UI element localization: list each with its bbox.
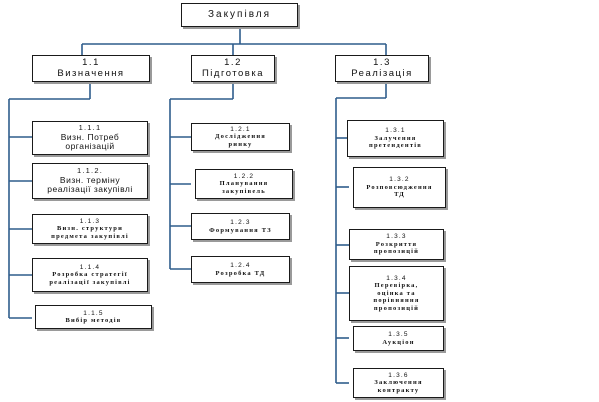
root-label: Закупівля	[207, 9, 272, 21]
leaf-code: 1.1.4	[79, 263, 101, 271]
leaf-code: 1.1.1	[78, 122, 102, 132]
leaf-label-line: предмета закупівлі	[51, 232, 129, 240]
leaf-label-line: Розповсюдження	[366, 183, 433, 191]
leaf-label-line: організацій	[65, 141, 115, 152]
leaf-code: 1.3.6	[388, 371, 409, 379]
leaf-label-line: реалізації закупівлі	[49, 278, 131, 286]
leaf-code: 1.3.4	[386, 274, 407, 282]
leaf-code: 1.2.1	[230, 125, 251, 133]
leaf-code: 1.3.2	[389, 176, 410, 184]
leaf-label-line: Вибір методів	[65, 317, 122, 324]
leaf-label-line: Визн. структури	[56, 225, 124, 233]
branch-label: Реалізація	[351, 67, 413, 79]
leaf-node-1-2-4: 1.2.4 Розробка ТД	[191, 256, 290, 283]
leaf-code: 1.3.5	[388, 331, 409, 339]
leaf-node-1-3-5: 1.3.5 Аукціон	[353, 326, 444, 351]
leaf-label-line: Залучення	[374, 134, 417, 142]
leaf-label-line: пропозицій	[373, 248, 420, 256]
leaf-label-line: Розробка стратегії	[52, 271, 128, 279]
leaf-code: 1.2.4	[230, 262, 251, 270]
leaf-label-line: Перевірка,	[374, 282, 419, 290]
branch-code: 1.3	[373, 56, 391, 68]
leaf-code: 1.1.2.	[77, 165, 103, 175]
leaf-label-line: реалізації закупівлі	[47, 184, 133, 195]
root-node: Закупівля	[181, 3, 298, 27]
leaf-node-1-1-5: 1.1.5 Вибір методів	[35, 305, 152, 329]
leaf-label-line: претендентів	[369, 142, 422, 150]
leaf-node-1-2-1: 1.2.1 Дослідження ринку	[191, 123, 290, 151]
leaf-label-line: Заключення	[374, 379, 423, 387]
leaf-node-1-3-3: 1.3.3 Розкриття пропозицій	[349, 229, 444, 260]
leaf-code: 1.2.3	[230, 219, 251, 227]
leaf-label-line: ринку	[228, 140, 253, 148]
branch-node-1-2: 1.2 Підготовка	[191, 55, 275, 82]
leaf-label-line: закупівель	[222, 187, 266, 195]
leaf-code: 1.3.1	[385, 127, 406, 135]
branch-code: 1.1	[82, 56, 100, 68]
leaf-label-line: Аукціон	[382, 338, 415, 346]
branch-label: Визначення	[57, 67, 125, 79]
leaf-node-1-3-2: 1.3.2 Розповсюдження ТД	[353, 167, 446, 208]
branch-node-1-1: 1.1 Визначення	[32, 55, 150, 82]
leaf-node-1-1-3: 1.1.3 Визн. структури предмета закупівлі	[32, 214, 148, 244]
leaf-node-1-1-4: 1.1.4 Розробка стратегії реалізації заку…	[32, 258, 148, 292]
leaf-label-line: контракту	[377, 386, 420, 394]
leaf-code: 1.1.5	[83, 309, 104, 317]
leaf-label-line: оцінка та	[377, 289, 416, 297]
leaf-node-1-1-2: 1.1.2. Визн. терміну реалізації закупівл…	[32, 163, 148, 199]
leaf-code: 1.2.2	[233, 172, 255, 180]
branch-code: 1.2	[224, 56, 242, 68]
leaf-label-line: ТД	[394, 191, 405, 199]
branch-node-1-3: 1.3 Реалізація	[335, 55, 429, 82]
leaf-label-line: Визн. терміну	[59, 174, 121, 185]
leaf-label-line: пропозицій	[373, 304, 420, 312]
leaf-code: 1.3.3	[386, 233, 407, 241]
leaf-node-1-3-6: 1.3.6 Заключення контракту	[353, 368, 444, 398]
leaf-label-line: Планування	[219, 180, 269, 188]
leaf-label-line: Розробка ТД	[215, 269, 266, 277]
leaf-node-1-2-3: 1.2.3 Формування ТЗ	[191, 213, 290, 240]
leaf-label-line: Формування ТЗ	[209, 226, 272, 234]
leaf-node-1-1-1: 1.1.1 Визн. Потреб організацій	[32, 121, 148, 155]
leaf-label-line: порівняння	[373, 297, 420, 305]
leaf-code: 1.1.3	[79, 217, 101, 225]
leaf-node-1-3-4: 1.3.4 Перевірка, оцінка та порівняння пр…	[349, 266, 444, 321]
leaf-label-line: Визн. Потреб	[60, 131, 120, 142]
leaf-label-line: Дослідження	[214, 133, 267, 141]
leaf-node-1-2-2: 1.2.2 Планування закупівель	[195, 169, 293, 199]
leaf-node-1-3-1: 1.3.1 Залучення претендентів	[347, 120, 444, 157]
leaf-label-line: Розкриття	[375, 240, 418, 248]
branch-label: Підготовка	[201, 67, 265, 79]
